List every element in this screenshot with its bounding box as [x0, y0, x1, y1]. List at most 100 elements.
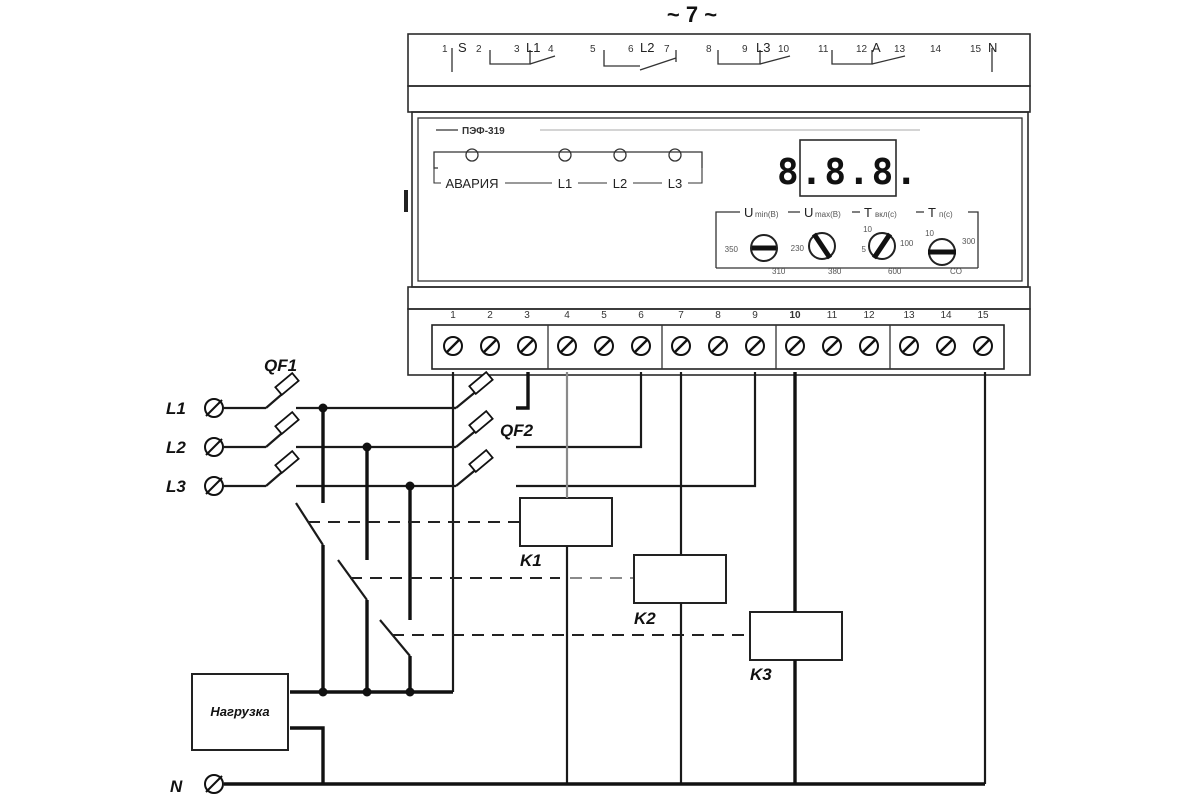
bottom-terminal-label: 6 [638, 310, 644, 321]
top-terminal-label: 12 [856, 44, 868, 55]
front-panel-inner [417, 117, 1023, 282]
terminal-screw-icon [859, 336, 879, 356]
top-terminal-label: 5 [590, 44, 596, 55]
top-terminal-label: 13 [894, 44, 906, 55]
top-terminal-label: 14 [930, 44, 942, 55]
top-terminal-label: 3 [514, 44, 520, 55]
bottom-terminal-label: 14 [940, 310, 952, 321]
knob-tp[interactable]: T п(с) 10 300 CO [924, 205, 976, 276]
label-qf1: QF1 [264, 356, 297, 375]
terminal-screw-icon [899, 336, 919, 356]
top-terminal-label: 8 [706, 44, 712, 55]
terminal-screw-icon [708, 336, 728, 356]
bottom-terminal-label: 11 [827, 310, 838, 321]
display-frame [799, 139, 897, 197]
relay-device: 1 S 2 3 L1 4 5 6 L2 7 8 9 L3 10 11 12 A … [404, 33, 1031, 376]
knob-scale-right: 300 [962, 237, 976, 246]
indicator-label-l2: L2 [613, 176, 627, 191]
knob-label-main: T [928, 205, 936, 220]
top-terminal-label: 15 [970, 44, 982, 55]
terminal-block-frame [431, 324, 1005, 370]
indicator-label-bg [552, 174, 578, 192]
wire-load-n [290, 726, 325, 784]
junction-dot [362, 687, 372, 697]
terminal-screw-icon [973, 336, 993, 356]
junction-dot [318, 403, 328, 413]
label-qf2: QF2 [500, 421, 534, 440]
indicator-label-bg [607, 174, 633, 192]
top-terminal-label: A [872, 40, 881, 55]
contact-k3 [379, 619, 411, 657]
load-box [191, 673, 289, 751]
led-l1 [558, 148, 572, 162]
bottom-terminal-label: 8 [715, 310, 721, 321]
knob-label-sub: вкл(с) [875, 210, 897, 219]
knob-umin[interactable]: U min(В) 350 310 [725, 205, 788, 276]
terminal-screw-icon [443, 336, 463, 356]
bottom-terminal-label: 1 [450, 310, 456, 321]
knob-label-main: U [804, 205, 813, 220]
indicator-label-alarm: АВАРИЯ [446, 176, 499, 191]
bottom-terminal-labels: 1 2 3 4 5 6 7 8 9 10 11 12 13 14 15 [450, 310, 989, 321]
bottom-terminal-label: 4 [564, 310, 570, 321]
terminal-screw-icon [671, 336, 691, 356]
top-terminal-label: L3 [756, 40, 770, 55]
junction-dot [362, 442, 372, 452]
label-neutral: N [170, 777, 183, 796]
bottom-terminal-label: 9 [752, 310, 758, 321]
top-terminal-strip [407, 33, 1031, 87]
knob-umax[interactable]: U max(В) 230 380 [791, 205, 852, 276]
wiring: QF1 QF2 [224, 356, 987, 786]
knob-scale-left: 230 [791, 244, 805, 253]
label-k1: K1 [520, 551, 542, 570]
terminal-screw-icon [631, 336, 651, 356]
bottom-terminal-label: 3 [524, 310, 530, 321]
bottom-terminal-label: 13 [903, 310, 915, 321]
din-clip [404, 190, 408, 212]
label-phase-l2: L2 [166, 438, 186, 457]
knob-scale-left: 350 [725, 245, 739, 254]
led-alarm [465, 148, 479, 162]
page-title: ~ 7 ~ [667, 2, 717, 27]
terminal-screw-icon [594, 336, 614, 356]
terminal-screw-icon [785, 336, 805, 356]
label-phase-l3: L3 [166, 477, 186, 496]
load-label: Нагрузка [210, 704, 269, 719]
bottom-housing [407, 308, 1031, 376]
knob-scale-top: 10 [863, 225, 872, 234]
breaker-qf2 [455, 370, 494, 487]
label-k2: K2 [634, 609, 656, 628]
indicator-label-l3: L3 [668, 176, 682, 191]
knob-scale-top: 10 [925, 229, 934, 238]
terminal-screw-icon [745, 336, 765, 356]
knob-label-sub: max(В) [815, 210, 841, 219]
led-l2 [613, 148, 627, 162]
knob-scale-bottom: 310 [772, 267, 786, 276]
top-terminal-label: 10 [778, 44, 790, 55]
terminal-l2-icon [204, 437, 224, 457]
knob-scale-bottom: 380 [828, 267, 842, 276]
top-terminal-label: 2 [476, 44, 482, 55]
knob-scale-bottom: 600 [888, 267, 902, 276]
wire-qf2-to-t6 [516, 372, 643, 449]
contact-k1 [295, 502, 324, 546]
top-terminal-labels: 1 S 2 3 L1 4 5 6 L2 7 8 9 L3 10 11 12 A … [442, 40, 997, 55]
terminal-l1-icon [204, 398, 224, 418]
knob-label-main: U [744, 205, 753, 220]
knob-label-sub: п(с) [939, 210, 953, 219]
indicator-bracket-top [433, 151, 703, 169]
terminal-l3-icon [204, 476, 224, 496]
knob-ton[interactable]: T вкл(с) 5 10 100 600 [860, 205, 916, 276]
top-terminal-label: 7 [664, 44, 670, 55]
terminal-screws [443, 336, 993, 356]
knob-pointer [871, 232, 893, 260]
top-terminal-label: L1 [526, 40, 540, 55]
indicator-label-bg [662, 174, 688, 192]
top-terminal-label: S [458, 40, 467, 55]
top-terminal-label: 4 [548, 44, 554, 55]
coil-k1 [519, 497, 613, 547]
bottom-terminal-label: 10 [789, 310, 801, 321]
coil-k2 [633, 554, 727, 604]
terminal-screw-icon [557, 336, 577, 356]
